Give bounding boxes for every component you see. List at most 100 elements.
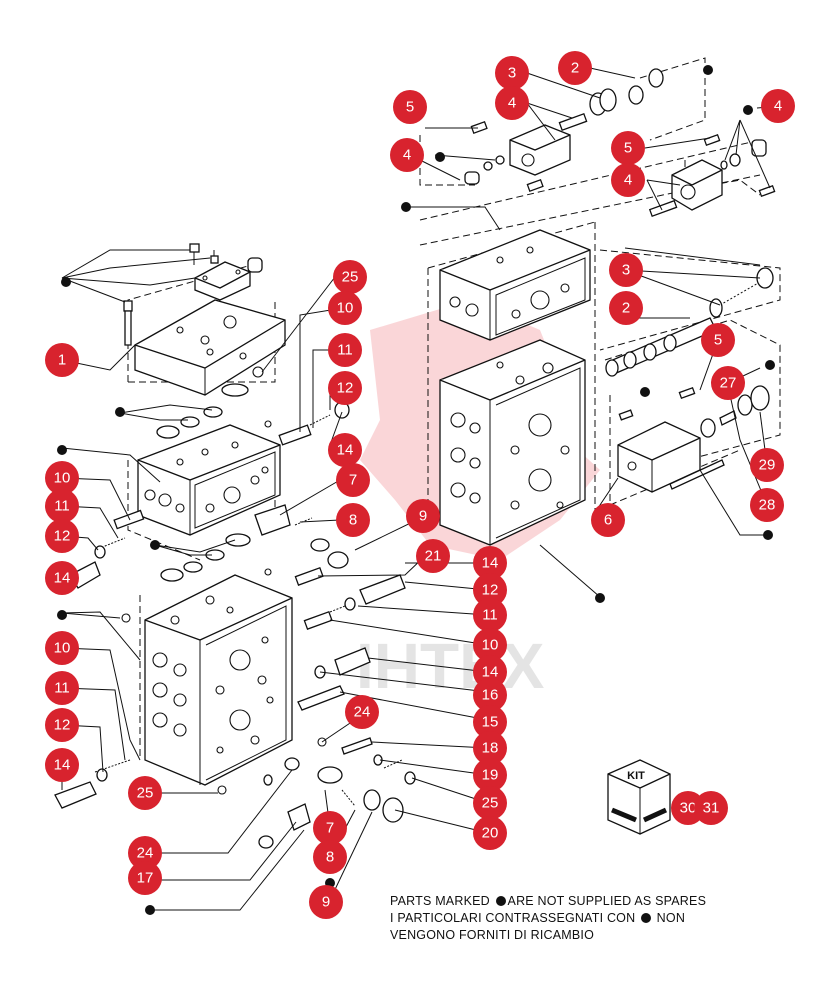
callout-circle	[701, 323, 735, 357]
middle-valve-block	[137, 424, 281, 536]
callout-number: 29	[759, 457, 776, 474]
callout-4: 4	[390, 138, 424, 172]
callout-circle	[558, 51, 592, 85]
callout-circle	[473, 786, 507, 820]
callout-number: 4	[774, 98, 782, 115]
callout-circle	[309, 885, 343, 919]
plug-small	[252, 366, 264, 378]
callout-circle	[128, 861, 162, 895]
callout-2: 2	[558, 51, 592, 85]
callout-24: 24	[345, 695, 379, 729]
callout-5: 5	[393, 90, 427, 124]
note-line-3-text: VENGONO FORNITI DI RICAMBIO	[390, 928, 595, 942]
callout-circle	[333, 260, 367, 294]
callout-9: 9	[309, 885, 343, 919]
callout-circle	[591, 503, 625, 537]
callout-circle	[313, 811, 347, 845]
callout-number: 18	[482, 740, 499, 757]
callout-14: 14	[473, 546, 507, 580]
callout-number: 12	[337, 380, 354, 397]
callout-number: 3	[622, 262, 630, 279]
main-right-valve-block	[439, 339, 586, 546]
o-rings-middle	[160, 533, 272, 582]
callout-circle	[393, 90, 427, 124]
callout-circle	[750, 488, 784, 522]
callout-circle	[45, 708, 79, 742]
callout-circle	[45, 343, 79, 377]
callout-10: 10	[45, 461, 79, 495]
callout-27: 27	[711, 366, 745, 400]
callout-number: 10	[337, 300, 354, 317]
callout-number: 24	[354, 704, 371, 721]
callout-number: 4	[624, 172, 632, 189]
note-line-1-start: PARTS MARKED	[390, 894, 494, 908]
callout-circle	[473, 816, 507, 850]
callout-circle	[45, 519, 79, 553]
callout-number: 3	[508, 65, 516, 82]
callout-number: 11	[337, 342, 353, 359]
callout-circle	[328, 291, 362, 325]
callout-number: 1	[58, 352, 66, 369]
callout-number: 17	[137, 870, 154, 887]
note-line-2-start: I PARTICOLARI CONTRASSEGNATI CON	[390, 911, 639, 925]
callout-number: 24	[137, 845, 154, 862]
callout-circle	[128, 776, 162, 810]
callout-number: 7	[349, 472, 357, 489]
callout-circle	[390, 138, 424, 172]
kit-label: KIT	[627, 770, 645, 782]
callout-circle	[313, 840, 347, 874]
callout-number: 11	[482, 607, 498, 624]
callout-number: 8	[349, 512, 357, 529]
callout-circle	[45, 489, 79, 523]
callout-circle	[609, 291, 643, 325]
callout-number: 11	[54, 498, 70, 515]
callout-8: 8	[336, 503, 370, 537]
callout-number: 12	[54, 528, 71, 545]
callout-number: 12	[482, 582, 499, 599]
callout-7: 7	[313, 811, 347, 845]
callout-number: 10	[482, 637, 499, 654]
callout-number: 20	[482, 825, 499, 842]
callout-number: 14	[54, 757, 71, 774]
callout-21: 21	[416, 539, 450, 573]
solenoid-body-upper	[464, 68, 664, 192]
callout-24: 24	[128, 836, 162, 870]
callout-circle	[473, 731, 507, 765]
callout-11: 11	[45, 671, 79, 705]
callout-20: 20	[473, 816, 507, 850]
callout-circle	[473, 573, 507, 607]
callout-number: 25	[482, 795, 499, 812]
callout-number: 25	[137, 785, 154, 802]
callout-3: 3	[495, 56, 529, 90]
callout-number: 15	[482, 714, 499, 731]
callout-circle	[473, 598, 507, 632]
note-line-2: I PARTICOLARI CONTRASSEGNATI CON NON	[390, 910, 830, 927]
callout-number: 27	[720, 375, 737, 392]
long-bolt	[123, 300, 133, 346]
callout-10: 10	[45, 631, 79, 665]
callout-2: 2	[609, 291, 643, 325]
note-line-3: VENGONO FORNITI DI RICAMBIO	[390, 927, 830, 944]
callout-15: 15	[473, 705, 507, 739]
callout-1: 1	[45, 343, 79, 377]
callout-11: 11	[328, 333, 362, 367]
callout-number: 2	[622, 300, 630, 317]
callout-25: 25	[128, 776, 162, 810]
callout-number: 2	[571, 60, 579, 77]
callout-11: 11	[45, 489, 79, 523]
note-line-2-end: NON	[653, 911, 686, 925]
callout-circle	[328, 333, 362, 367]
top-cover-plate	[134, 299, 286, 396]
callout-circle	[45, 461, 79, 495]
callout-circle	[609, 253, 643, 287]
cap-cover	[189, 243, 263, 301]
callout-number: 10	[54, 470, 71, 487]
callout-18: 18	[473, 731, 507, 765]
callout-25: 25	[333, 260, 367, 294]
callout-circle	[336, 463, 370, 497]
upper-right-valve-block	[439, 229, 591, 341]
note-line-1-end: ARE NOT SUPPLIED AS SPARES	[507, 894, 707, 908]
callout-number: 5	[624, 140, 632, 157]
callout-12: 12	[45, 708, 79, 742]
callout-number: 5	[406, 99, 414, 116]
